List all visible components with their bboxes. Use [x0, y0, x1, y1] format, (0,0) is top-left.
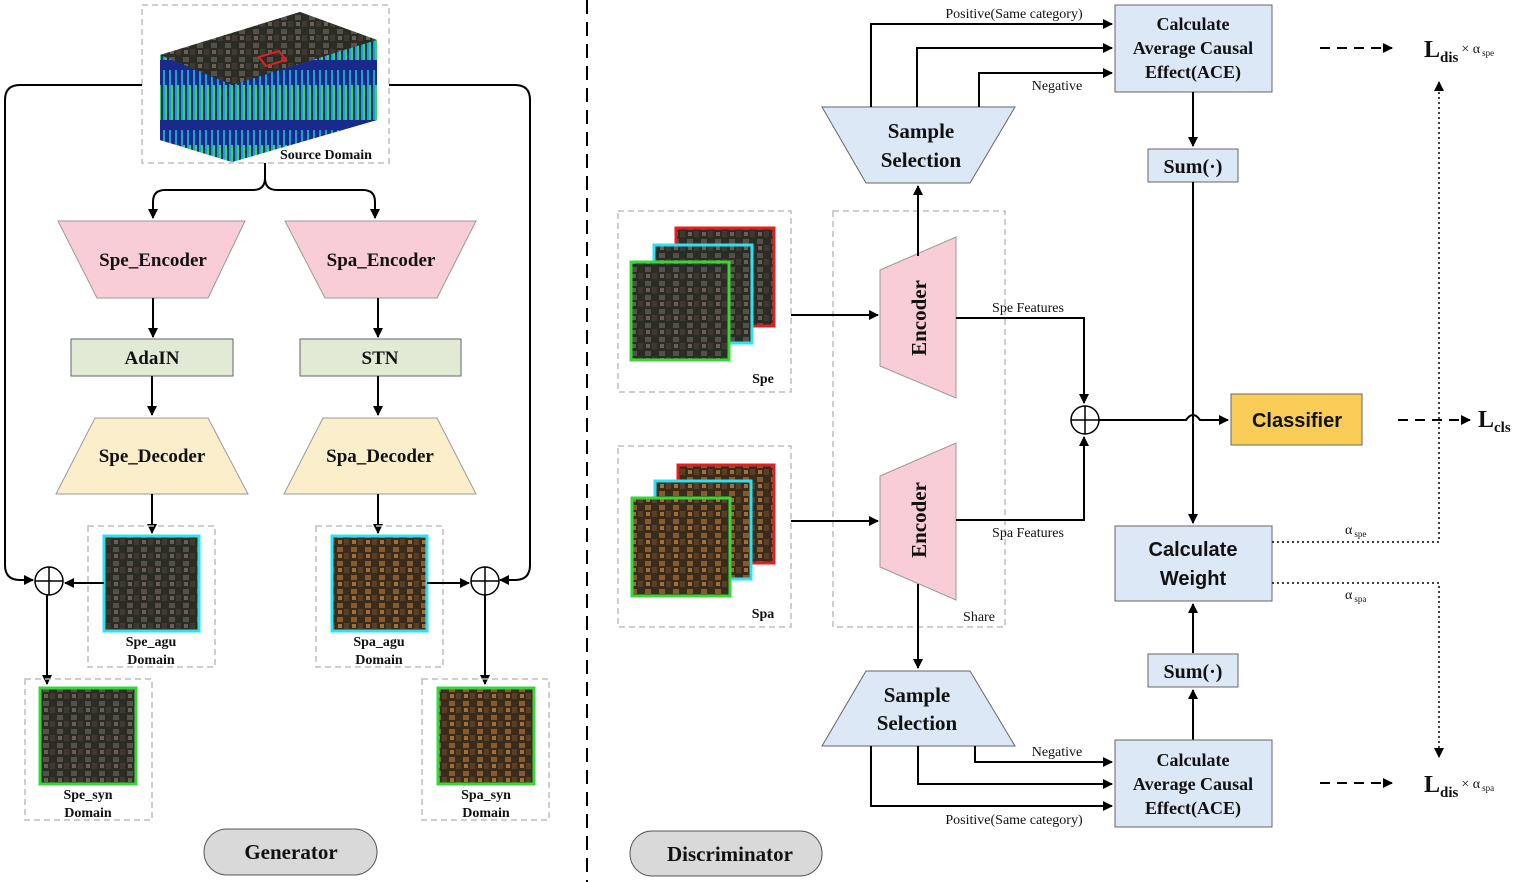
ace-bottom-block [1114, 739, 1273, 828]
spa-syn-image [436, 686, 536, 786]
spe-decoder [55, 417, 249, 495]
sample-selection-bottom-l1: Sample [884, 683, 951, 707]
spa-encoder-disc-label: Encoder [907, 482, 931, 558]
spe-features-label: Spe Features [992, 301, 1064, 316]
spe-syn-label: Spe_syn [63, 788, 112, 803]
generator-title-pill [203, 828, 378, 876]
classifier-label: Classifier [1252, 410, 1342, 432]
ace-bottom-l2: Average Causal [1133, 774, 1253, 794]
spe-agu-label: Spe_agu [126, 635, 177, 650]
ace-bottom-l1: Calculate [1157, 750, 1230, 770]
spa-syn-label: Spa_syn [461, 788, 511, 803]
loss-cls: Lcls [1478, 407, 1511, 436]
spa-features-label: Spa Features [992, 526, 1064, 541]
generator-section: Source Domain Spe_Encoder Spa_Encoder Ad… [4, 4, 550, 876]
adain-block [70, 338, 234, 377]
classifier-block [1230, 393, 1363, 446]
spe-encoder-disc-label: Encoder [907, 280, 931, 356]
spe-agu-image [102, 534, 201, 633]
generator-title: Generator [244, 840, 337, 864]
ace-top-l2: Average Causal [1133, 38, 1253, 58]
ace-top-l3: Effect(ACE) [1145, 62, 1241, 83]
negative-label-top: Negative [1032, 79, 1083, 94]
spe-encoder-disc [879, 236, 957, 399]
region-of-interest [257, 49, 288, 68]
spa-agu-image [330, 534, 429, 633]
sample-selection-bottom-l2: Selection [877, 711, 958, 735]
sample-selection-top-l1: Sample [888, 119, 955, 143]
spa-encoder-disc [879, 442, 957, 601]
spe-agu-domain: Domain [127, 653, 175, 668]
ace-bottom-l3: Effect(ACE) [1145, 798, 1241, 819]
calculate-weight-block [1114, 525, 1273, 602]
spe-decoder-label: Spe_Decoder [99, 446, 206, 467]
spa-decoder [283, 417, 477, 495]
positive-label-top: Positive(Same category) [945, 7, 1083, 22]
calc-weight-l2: Weight [1160, 568, 1227, 590]
ace-top-l1: Calculate [1157, 14, 1230, 34]
spa-decoder-label: Spa_Decoder [326, 446, 434, 467]
sum-top-label: Sum(·) [1164, 156, 1223, 178]
spe-stack-green [629, 260, 731, 362]
spa-agu-domain: Domain [355, 653, 403, 668]
adain-label: AdaIN [125, 348, 180, 369]
ace-top-block [1114, 4, 1273, 93]
spe-encoder [57, 220, 246, 299]
calc-weight-l1: Calculate [1149, 539, 1238, 561]
sum-bottom-label: Sum(·) [1164, 661, 1223, 683]
sum-top-block [1147, 148, 1239, 183]
negative-label-bottom: Negative [1032, 745, 1083, 760]
spa-agu-label: Spa_agu [353, 635, 405, 650]
spa-syn-domain: Domain [462, 806, 510, 821]
spe-input-label: Spe [752, 372, 774, 387]
sample-selection-bottom [821, 670, 1016, 747]
spa-encoder-label: Spa_Encoder [327, 250, 436, 271]
sample-selection-top [821, 106, 1016, 184]
spe-encoder-label: Spe_Encoder [99, 250, 207, 271]
source-hyperspectral-cube [160, 12, 377, 162]
stn-label: STN [362, 348, 399, 369]
discriminator-title-pill [629, 830, 823, 877]
sum-bottom-block [1147, 653, 1239, 688]
discriminator-section: Spe Spa Share Encoder Encoder Spe Featur… [617, 4, 1511, 877]
discriminator-title: Discriminator [667, 842, 793, 866]
stn-block [299, 338, 462, 377]
spe-syn-domain: Domain [64, 806, 112, 821]
positive-label-bottom: Positive(Same category) [945, 813, 1083, 828]
share-label: Share [963, 610, 995, 625]
spe-syn-image [38, 686, 138, 786]
source-domain-label: Source Domain [280, 148, 372, 163]
spa-stack-green [630, 496, 732, 598]
sample-selection-top-l2: Selection [881, 148, 962, 172]
spa-input-label: Spa [752, 607, 775, 622]
spa-encoder [284, 220, 477, 299]
